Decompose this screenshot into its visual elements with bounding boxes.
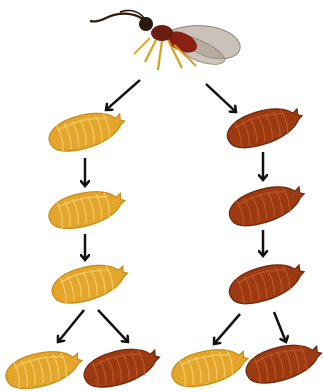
larva-right-gen1-brown (223, 100, 307, 153)
arrow-left-to-brown-offspring (98, 310, 128, 342)
larva-right-gen2-brown (225, 178, 309, 231)
offspring-larva-left-yellow (2, 345, 85, 392)
arrow-left-to-yellow-offspring (58, 310, 84, 342)
larva-right-gen3-brown (225, 256, 309, 309)
arrow-right-to-yellow-offspring (214, 314, 240, 344)
larvae-group (2, 100, 323, 392)
wasp-icon (90, 10, 240, 70)
arrow-right-to-brown-offspring (274, 312, 286, 342)
offspring-larva-right-brown (242, 337, 323, 388)
larva-left-gen3-yellow (48, 257, 131, 308)
larva-left-gen1-yellow (45, 105, 128, 156)
offspring-larva-right-yellow (168, 343, 251, 392)
offspring-larva-left-brown (80, 341, 163, 392)
arrow-wasp-to-left (106, 80, 140, 110)
larva-left-gen2-yellow (45, 185, 128, 234)
arrow-wasp-to-right (206, 84, 236, 112)
